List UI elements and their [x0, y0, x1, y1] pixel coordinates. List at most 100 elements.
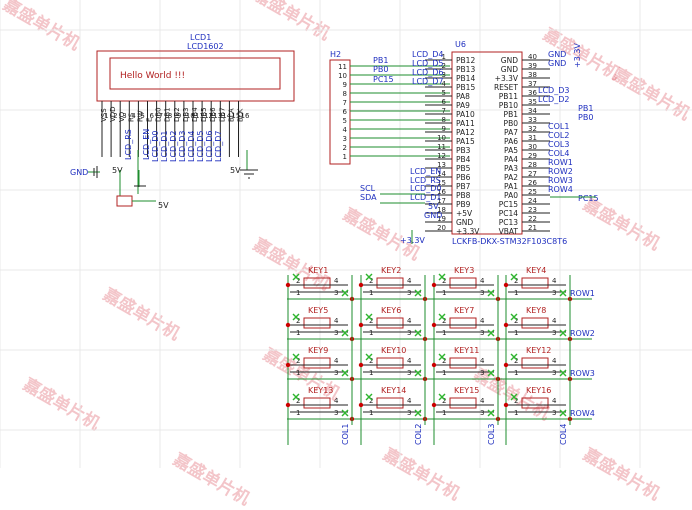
lcd-pin-name: DB5 — [200, 107, 208, 122]
key-pin-label: 4 — [407, 357, 412, 365]
mcu-pin-name: PA7 — [504, 128, 518, 137]
no-connect-mark — [365, 273, 373, 281]
key-pin-label: 1 — [296, 329, 300, 337]
mcu-pin-name: PB3 — [456, 146, 471, 155]
lcd-pin-number: 14 — [222, 112, 231, 120]
mcu-pin-name: PC15 — [499, 200, 519, 209]
mcu-pin-number: 5 — [442, 89, 446, 97]
net-label: LCD_D1 — [410, 193, 441, 202]
no-connect-mark — [341, 289, 349, 297]
no-connect-stroke — [414, 329, 422, 337]
junction-dot — [431, 402, 437, 408]
no-connect-stroke — [292, 353, 300, 361]
lcd-pin-number: 11 — [195, 112, 204, 120]
net-label: 5V — [428, 202, 439, 211]
mcu-pin-number: 1 — [442, 53, 446, 61]
key-body — [449, 357, 477, 369]
mcu-pin-number: 13 — [437, 161, 446, 169]
net-label: PC15 — [373, 75, 394, 84]
lcd-pin-number: 2 — [113, 112, 117, 120]
no-connect-stroke — [365, 353, 373, 361]
mcu-pin-number: 6 — [442, 98, 447, 106]
no-connect-stroke — [341, 369, 349, 377]
key-pin-label: 4 — [407, 317, 412, 325]
key-pin-label: 2 — [369, 317, 373, 325]
lcd-ref: LCD1 — [190, 33, 211, 42]
key-pin-label: 3 — [552, 329, 556, 337]
lcd-pin-name: VDD — [109, 106, 117, 122]
no-connect-stroke — [510, 273, 518, 281]
key-pin-label: 3 — [480, 329, 484, 337]
no-connect-mark — [414, 329, 422, 337]
mcu-pin-name: +3.3V — [495, 74, 519, 83]
junction-dot — [285, 282, 291, 288]
net-label: LCD_D2 — [169, 131, 178, 162]
net-label: LCD_D3 — [178, 131, 187, 162]
no-connect-mark — [414, 289, 422, 297]
mcu-pin-number: 2 — [442, 62, 446, 70]
mcu-pin-number: 7 — [442, 107, 446, 115]
no-connect-stroke — [559, 369, 567, 377]
no-connect-stroke — [365, 313, 373, 321]
mcu-pin-name: RESET — [494, 83, 518, 92]
junction-dot — [503, 402, 509, 408]
no-connect-stroke — [414, 409, 422, 417]
key-body — [521, 277, 549, 289]
mcu-pin-number: 21 — [528, 224, 537, 232]
no-connect-stroke — [365, 393, 373, 401]
key-pin-label: 4 — [334, 397, 339, 405]
junction-dot — [358, 282, 364, 288]
key-pin-label: 3 — [480, 409, 484, 417]
key-pin-label: 3 — [407, 409, 411, 417]
mcu-pin-number: 38 — [528, 71, 537, 79]
potentiometer — [116, 195, 133, 207]
key-pin-label: 4 — [552, 317, 557, 325]
mcu-pin-number: 27 — [528, 170, 537, 178]
key-pin-label: 2 — [369, 277, 373, 285]
net-label: ROW4 — [570, 409, 595, 418]
no-connect-mark — [292, 273, 300, 281]
mcu-pin-number: 3 — [442, 71, 446, 79]
net-label: PB1 — [373, 56, 388, 65]
key-pin-label: 1 — [442, 369, 446, 377]
no-connect-stroke — [341, 329, 349, 337]
mcu-pin-number: 40 — [528, 53, 537, 61]
no-connect-stroke — [365, 273, 373, 281]
key-pin-label: 3 — [552, 289, 556, 297]
no-connect-stroke — [341, 289, 349, 297]
mcu-pin-name: PB8 — [456, 191, 471, 200]
mcu-pin-number: 28 — [528, 161, 537, 169]
no-connect-mark — [365, 313, 373, 321]
mcu-pin-number: 4 — [442, 80, 447, 88]
no-connect-stroke — [487, 369, 495, 377]
net-label: LCD_RS — [410, 176, 441, 185]
lcd-pin-name: DB2 — [173, 107, 181, 122]
net-label: LCD_D6 — [205, 131, 214, 162]
key-body — [303, 357, 331, 369]
no-connect-mark — [487, 369, 495, 377]
mcu-pin-name: PA1 — [504, 182, 518, 191]
no-connect-stroke — [414, 369, 422, 377]
key-ref: KEY9 — [308, 346, 328, 355]
mcu-pin-name: GND — [501, 65, 518, 74]
key-ref: KEY7 — [454, 306, 474, 315]
key-ref: KEY8 — [526, 306, 546, 315]
lcd-pin-number: 6 — [150, 112, 155, 120]
header-pin-number: 8 — [343, 90, 347, 98]
key-pin-label: 2 — [442, 317, 446, 325]
mcu-pin-name: PB4 — [456, 155, 471, 164]
mcu-pin-name: PB7 — [456, 182, 471, 191]
key-pin-label: 1 — [442, 409, 446, 417]
net-label: GND — [548, 59, 566, 68]
no-connect-mark — [487, 329, 495, 337]
key-body — [303, 277, 331, 289]
key-pin-label: 4 — [407, 277, 412, 285]
no-connect-stroke — [438, 313, 446, 321]
header-pin-number: 5 — [343, 117, 347, 125]
key-ref: KEY14 — [381, 386, 406, 395]
key-pin-label: 2 — [514, 317, 518, 325]
lcd-pin-number: 1 — [104, 112, 108, 120]
lcd-pin-name: DB4 — [191, 107, 199, 122]
net-label: LCD_EN — [410, 167, 441, 176]
mcu-pin-name: PB0 — [504, 119, 519, 128]
